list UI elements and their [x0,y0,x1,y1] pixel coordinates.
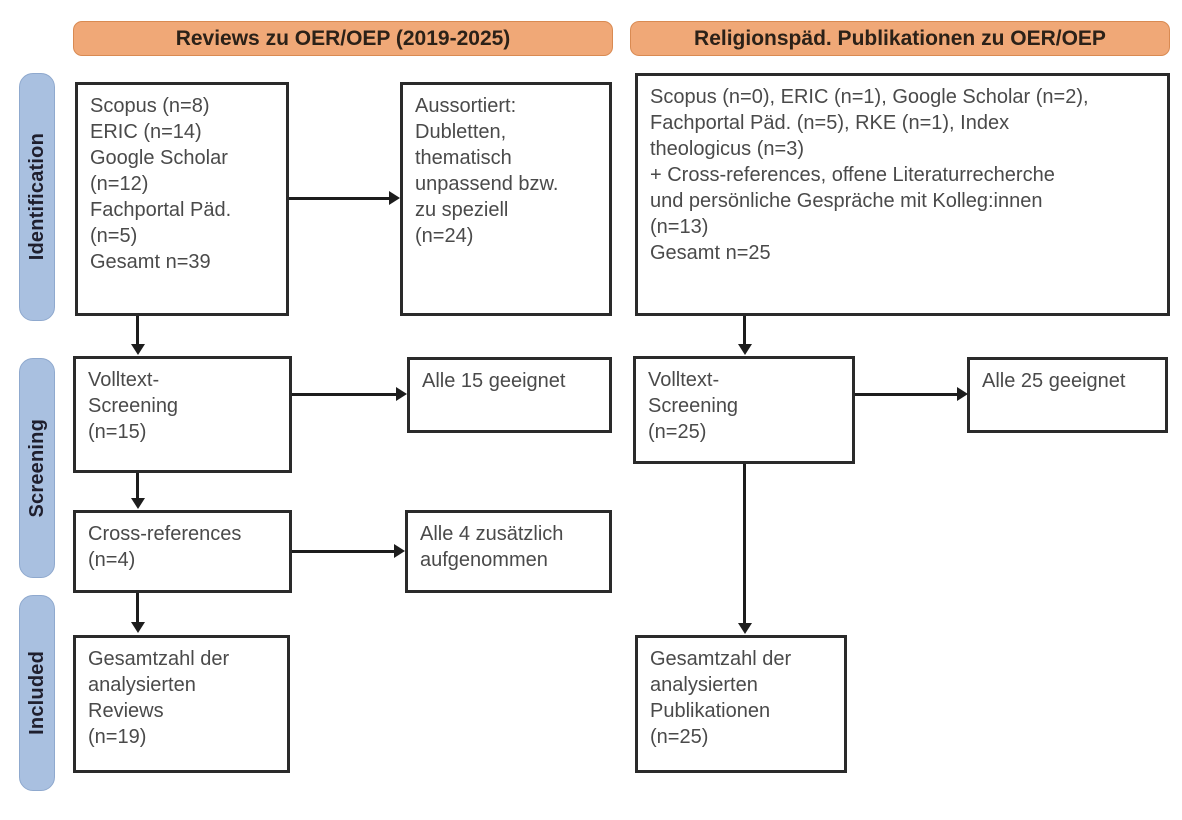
box-left-excluded-text: Aussortiert: Dubletten, thematisch unpas… [415,95,559,247]
column-header-religionspaed-text: Religionspäd. Publikationen zu OER/OEP [694,26,1106,50]
arrowhead-left-screening-to-crossrefs [131,498,145,509]
box-left-crossrefs-result-text: Alle 4 zusätzlich aufgenommen [420,523,564,571]
arrowhead-left-sources-to-screening [131,344,145,355]
box-right-included: Gesamtzahl der analysierten Publikatione… [635,635,847,773]
connector-left-sources-to-screening [136,316,139,345]
box-right-screening: Volltext- Screening (n=25) [633,356,855,464]
arrowhead-right-screening-to-included [738,623,752,634]
arrowhead-left-sources-to-excluded [389,191,400,205]
stage-label-screening: Screening [19,358,55,578]
box-right-screening-text: Volltext- Screening (n=25) [648,369,739,443]
box-left-crossrefs-text: Cross-references (n=4) [88,523,242,571]
box-left-screening: Volltext- Screening (n=15) [73,356,292,473]
stage-label-identification: Identification [19,73,55,321]
arrowhead-right-screening-to-result [957,387,968,401]
connector-right-screening-to-included [743,464,746,624]
column-header-religionspaed: Religionspäd. Publikationen zu OER/OEP [630,21,1170,56]
box-right-identification-sources: Scopus (n=0), ERIC (n=1), Google Scholar… [635,73,1170,316]
box-right-identification-sources-text: Scopus (n=0), ERIC (n=1), Google Scholar… [650,86,1089,264]
box-left-identification-sources-text: Scopus (n=8) ERIC (n=14) Google Scholar … [90,95,232,273]
arrowhead-left-crossrefs-to-result [394,544,405,558]
box-left-screening-text: Volltext- Screening (n=15) [88,369,179,443]
arrowhead-left-screening-to-result [396,387,407,401]
box-left-screening-result: Alle 15 geeignet [407,357,612,433]
box-right-screening-result-text: Alle 25 geeignet [982,370,1126,392]
box-left-included: Gesamtzahl der analysierten Reviews (n=1… [73,635,290,773]
stage-label-identification-text: Identification [25,133,48,261]
box-left-crossrefs-result: Alle 4 zusätzlich aufgenommen [405,510,612,593]
connector-left-crossrefs-to-result [292,550,394,553]
connector-left-sources-to-excluded [289,197,389,200]
column-header-reviews: Reviews zu OER/OEP (2019-2025) [73,21,613,56]
box-left-screening-result-text: Alle 15 geeignet [422,370,566,392]
box-left-excluded: Aussortiert: Dubletten, thematisch unpas… [400,82,612,316]
stage-label-included: Included [19,595,55,791]
box-left-crossrefs: Cross-references (n=4) [73,510,292,593]
box-left-identification-sources: Scopus (n=8) ERIC (n=14) Google Scholar … [75,82,289,316]
stage-label-included-text: Included [25,651,48,735]
column-header-reviews-text: Reviews zu OER/OEP (2019-2025) [175,26,511,50]
arrowhead-right-sources-to-screening [738,344,752,355]
connector-left-screening-to-result [292,393,396,396]
connector-left-crossrefs-to-included [136,593,139,623]
box-right-included-text: Gesamtzahl der analysierten Publikatione… [650,648,792,748]
arrowhead-left-crossrefs-to-included [131,622,145,633]
box-right-screening-result: Alle 25 geeignet [967,357,1168,433]
stage-label-screening-text: Screening [25,418,48,518]
box-left-included-text: Gesamtzahl der analysierten Reviews (n=1… [88,648,230,748]
connector-right-sources-to-screening [743,316,746,345]
connector-right-screening-to-result [855,393,957,396]
connector-left-screening-to-crossrefs [136,473,139,499]
